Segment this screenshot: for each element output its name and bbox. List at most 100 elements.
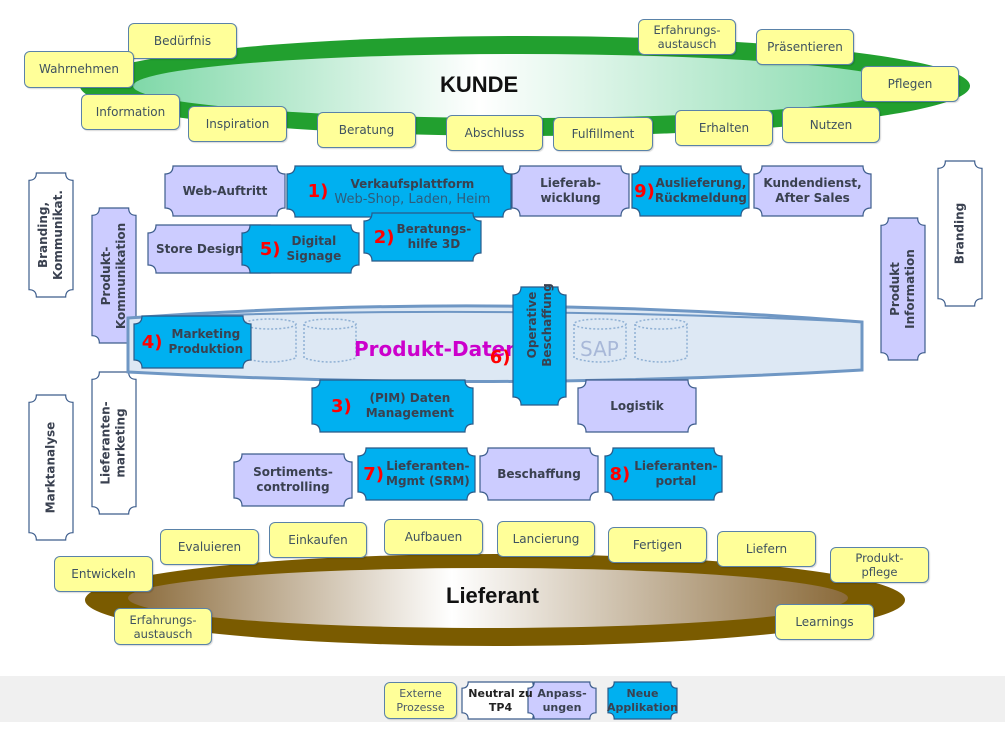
stage-entwickeln: Entwickeln [54,556,153,592]
module-pim-daten-management[interactable]: 3) (PIM) Daten Management [311,379,474,433]
legend-neue-applikation: Neue Applikation [607,681,678,720]
stage-evaluieren: Evaluieren [160,529,259,565]
plaque-outline [527,681,597,720]
module-marketing-produktion[interactable]: 4) Marketing Produktion [133,315,252,369]
stage-liefern: Liefern [717,531,816,567]
plaque-outline [937,160,983,307]
plaque-outline [164,165,286,217]
plaque-shape [512,286,567,406]
plaque-shape [233,453,353,507]
plaque-shape [311,379,474,433]
plaque-outline [28,394,74,541]
plaque-shape [28,394,74,541]
plaque-shape [479,447,599,501]
plaque-outline [241,224,360,274]
plaque-shape [604,447,723,501]
plaque-outline [479,447,599,501]
plaque-outline [577,379,697,433]
stage-beratung: Beratung [317,112,416,148]
plaque-outline [880,217,926,361]
module-title: Operative Beschaffung [524,283,554,367]
plaque-shape [357,447,476,501]
stage-inspiration: Inspiration [188,106,287,142]
dotted-cylinders [243,318,688,363]
stage-fertigen: Fertigen [608,527,707,563]
plaque-shape [241,224,360,274]
plaque-shape [937,160,983,307]
module-verkaufsplattform[interactable]: 1) Verkaufsplattform Web-Shop, Laden, He… [286,165,512,218]
module-title: Lieferanten- Mgmt (SRM) [386,459,470,488]
module-lieferantenportal[interactable]: 8) Lieferanten- portal [604,447,723,501]
module-beschaffung[interactable]: Beschaffung [479,447,599,501]
number-badge: 2) [373,226,395,248]
number-badge: 8) [609,463,631,485]
stage-nutzen: Nutzen [782,107,880,143]
number-badge: 5) [259,238,281,260]
plaque-shape [91,371,137,515]
module-title: (PIM) Daten Management [365,391,455,420]
module-beratungshilfe[interactable]: 2) Beratungs- hilfe 3D [363,212,482,262]
legend-neutral: Neutral zu TP4 [461,681,540,720]
lieferant-title: Lieferant [446,583,539,608]
stage-lancierung: Lancierung [497,521,595,557]
stage-fulfillment: Fulfillment [553,117,653,151]
module-lieferanten-mgmt[interactable]: 7) Lieferanten- Mgmt (SRM) [357,447,476,501]
plaque-outline [91,371,137,515]
module-logistik[interactable]: Logistik [577,379,697,433]
module-sortimentscontrolling[interactable]: Sortiments- controlling [233,453,353,507]
plaque-outline [133,315,252,369]
plaque-outline [357,447,476,501]
plaque-shape [28,172,74,298]
label-branding-kommunikat: Branding, Kommunikat. [28,172,74,298]
plaque-shape [607,681,678,720]
plaque-shape [164,165,286,217]
module-auslieferung[interactable]: 9) Auslieferung, Rückmeldung [631,165,750,217]
stage-abschluss: Abschluss [446,115,543,151]
stage-pflegen: Pflegen [861,66,959,102]
module-digital-signage[interactable]: 5) Digital Signage [241,224,360,274]
database-title: Produkt-Daten [354,337,520,361]
plaque-outline [607,681,678,720]
module-subtitle: Web-Shop, Laden, Heim [334,191,491,207]
module-operative-beschaffung[interactable]: Operative Beschaffung 6) [490,283,567,406]
number-badge: 1) [307,181,329,202]
plaque-shape [363,212,482,262]
stage-wahrnehmen: Wahrnehmen [24,51,134,88]
label-marktanalyse: Marktanalyse [28,394,74,541]
plaque-outline [363,212,482,262]
module-title: Auslieferung, Rückmeldung [654,176,747,205]
sap-label: SAP [580,337,619,361]
legend-externe-prozesse: Externe Prozesse [384,682,457,719]
stage-erhalten: Erhalten [675,110,773,146]
plaque-outline [631,165,750,217]
stage-information: Information [81,94,180,130]
plaque-outline [286,165,512,218]
stage-erfahrungsaustausch-kunde: Erfahrungs- austausch [638,19,736,55]
plaque-shape [880,217,926,361]
label-produkt-information: Produkt Information [880,217,926,361]
label-lieferantenmarketing: Lieferanten- marketing [91,371,137,515]
module-title: Verkaufsplattform [350,176,475,191]
number-badge: 3) [330,395,352,417]
plaque-outline [512,286,567,406]
stage-beduerfnis: Bedürfnis [128,23,237,59]
legend-anpassungen: Anpass- ungen [527,681,597,720]
module-web-auftritt[interactable]: Web-Auftritt [164,165,286,217]
plaque-outline [28,172,74,298]
number-badge: 6) [489,347,511,368]
number-badge: 9) [634,180,655,202]
plaque-shape [753,165,872,217]
plaque-outline [233,453,353,507]
plaque-shape [527,681,597,720]
plaque-outline [511,165,630,217]
label-branding: Branding [937,160,983,307]
module-lieferabwicklung[interactable]: Lieferab- wicklung [511,165,630,217]
number-badge: 4) [141,331,163,353]
number-badge: 7) [363,463,384,485]
plaque-shape [286,165,512,218]
stage-praesentieren: Präsentieren [756,29,854,65]
plaque-shape [631,165,750,217]
lieferant-ellipse [85,554,905,646]
stage-produktpflege: Produkt- pflege [830,547,929,583]
module-kundendienst[interactable]: Kundendienst, After Sales [753,165,872,217]
